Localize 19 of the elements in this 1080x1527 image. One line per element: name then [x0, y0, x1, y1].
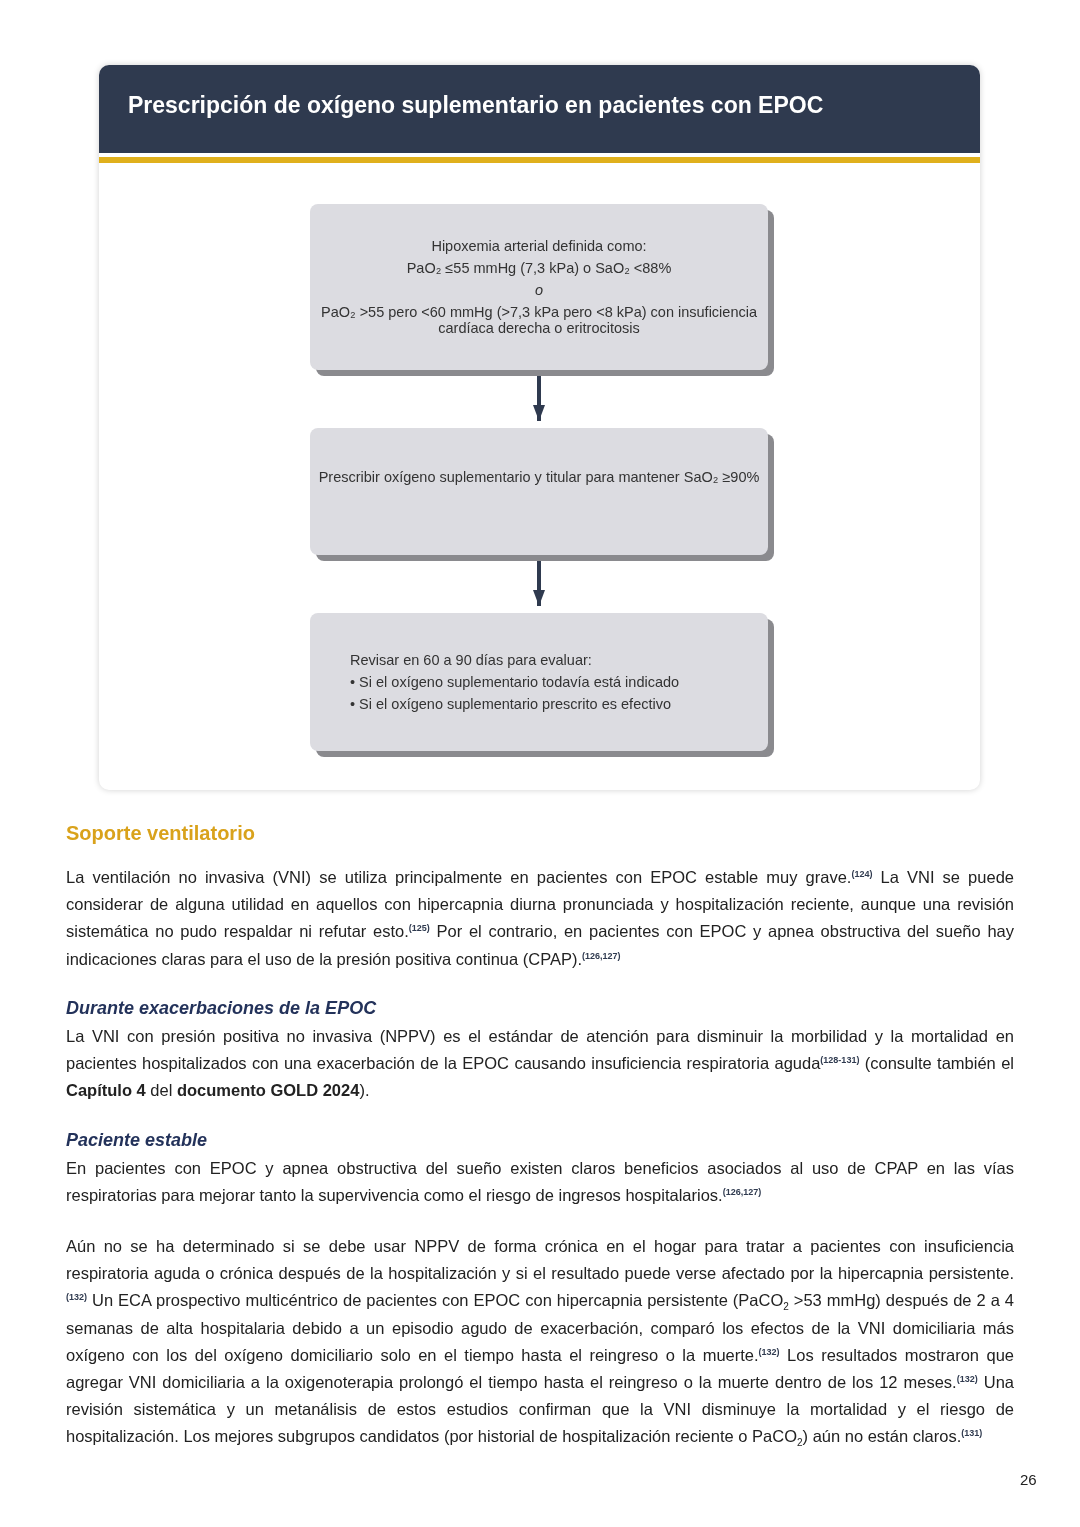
- subsection-heading: Durante exacerbaciones de la EPOC: [66, 997, 378, 1020]
- box-text: Revisar en 60 a 90 días para evaluar:: [350, 652, 593, 668]
- box-text: PaO₂ ≤55 mmHg (7,3 kPa) o SaO₂ <88%: [405, 260, 673, 276]
- arrow: [533, 376, 545, 421]
- paragraph: La ventilación no invasiva (VNI) se utiliza principalmente en pacientes con EPOC estable muy grave.$^{(124)}$ La VNI se puede considerar de alguna utilidad en aquellos con hipercapnia diurna pronunciada y hospitalización reciente, aunque una revisión sistemática no pudo respaldar ni refutar esto.$^{(125)}$ Por el contrario, en pacientes con EPOC y apnea obstructiva del sueño hay indicaciones claras para el uso de la presión positiva continua (CPAP).$^{(126,127)}$: [66, 867, 1014, 970]
- box-text: Prescribir oxígeno suplementario y titular para mantener SaO₂ ≥90%: [317, 468, 761, 485]
- subsection-heading: Paciente estable: [66, 1129, 209, 1152]
- arrow: [533, 561, 545, 606]
- header-title: Prescripción de oxígeno suplementario en pacientes con EPOC: [128, 92, 824, 119]
- box-text: • Si el oxígeno suplementario prescrito es efectivo: [350, 696, 673, 712]
- paragraph: En pacientes con EPOC y apnea obstructiva del sueño existen claros beneficios asociados al uso de CPAP en las vías respiratorias para mejorar tanto la supervivencia como el riesgo de ingresos hospitalarios.$^{(126,127)}$: [66, 1158, 1014, 1207]
- page-number: 26: [1020, 1470, 1038, 1490]
- box-text: • Si el oxígeno suplementario todavía está indicado: [350, 674, 681, 690]
- box-text: o: [533, 282, 545, 298]
- section-heading: Soporte ventilatorio: [66, 821, 256, 846]
- box-text: Hipoxemia arterial definida como:: [430, 238, 648, 254]
- box-text: PaO₂ >55 pero <60 mmHg (>7,3 kPa pero <8 kPa) con insuficiencia cardíaca derecha o eritrocitosis: [319, 304, 758, 336]
- paragraph: La VNI con presión positiva no invasiva (NPPV) es el estándar de atención para disminuir la morbilidad y la mortalidad en pacientes hospitalizados con una exacerbación de la EPOC causando insuficiencia respiratoria aguda$^{(128-131)}$ (consulte también el Capítulo 4 del documento GOLD 2024).: [66, 1026, 1014, 1102]
- paragraph: Aún no se ha determinado si se debe usar NPPV de forma crónica en el hogar para tratar a pacientes con insuficiencia respiratoria aguda o crónica después de la hospitalización y si el resultado puede verse afectado por la hipercapnia persistente.$^{(132)}$ Un ECA prospectivo multicéntrico de pacientes con EPOC con hipercapnia persistente (PaCO$_{2}$ >53 mmHg) después de 2 a 4 semanas de alta hospitalaria debido a un episodio agudo de exacerbación, comparó los efectos de la VNI domiciliaria más oxígeno con los del oxígeno domiciliario solo en el tiempo hasta el reingreso o la muerte.$^{(132)}$ Los resultados mostraron que agregar VNI domiciliaria a la oxigenoterapia prolongó el tiempo hasta el reingreso o la muerte dentro de los 12 meses.$^{(132)}$ Una revisión sistemática y un metanálisis de estos estudios confirman que la VNI disminuye la mortalidad y el riesgo de hospitalización. Los mejores subgrupos candidatos (por historial de hospitalización reciente o PaCO$_{2}$) aún no están claros.$^{(131)}$: [66, 1236, 1014, 1451]
